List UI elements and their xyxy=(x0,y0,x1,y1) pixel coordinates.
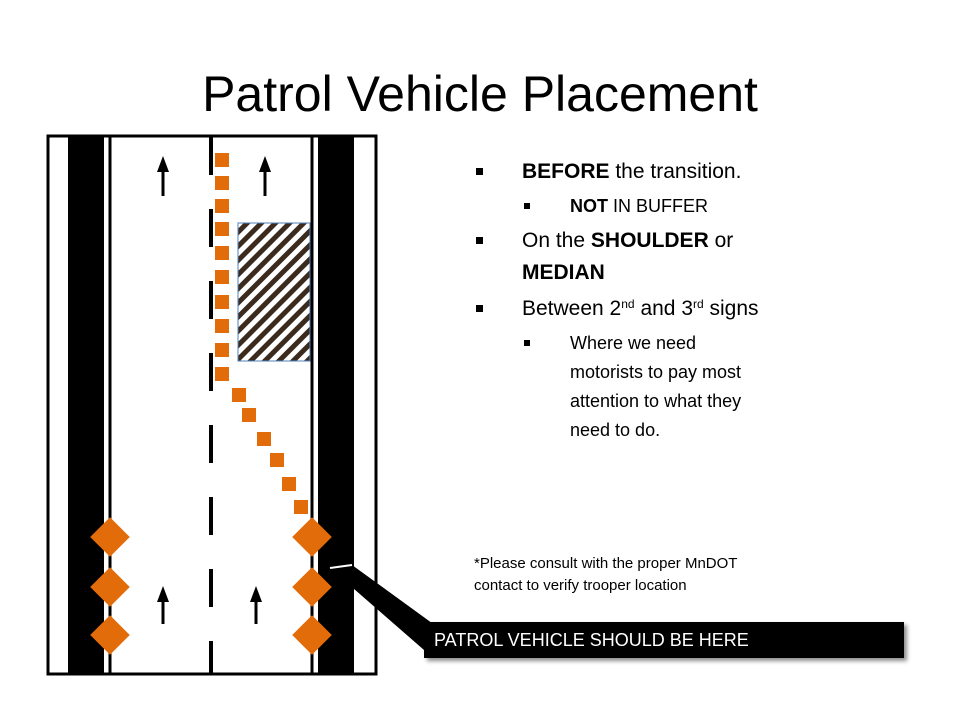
text-or: or xyxy=(708,229,734,252)
bold-shoulder: SHOULDER xyxy=(590,229,709,252)
square-bullet-icon xyxy=(476,237,483,244)
text-the-transition: the transition. xyxy=(609,160,742,183)
sup-nd: nd xyxy=(621,297,635,311)
orange-square-drum-icon xyxy=(215,270,229,284)
orange-diamond-sign-icon xyxy=(90,615,130,655)
orange-square-drum-icon xyxy=(215,319,229,333)
orange-square-drum-icon xyxy=(282,477,296,491)
orange-square-drum-icon xyxy=(215,246,229,260)
bold-median: MEDIAN xyxy=(522,261,605,284)
orange-diamond-sign-icon xyxy=(292,615,332,655)
orange-square-drum-icon xyxy=(294,500,308,514)
up-arrow-icon xyxy=(157,586,169,624)
bold-before: BEFORE xyxy=(522,160,610,183)
bold-not: NOT xyxy=(570,196,608,216)
up-arrow-icon xyxy=(259,156,271,196)
orange-diamond-sign-icon xyxy=(90,517,130,557)
bullet-before-transition: BEFORE the transition. xyxy=(474,156,834,188)
orange-square-drum-icon xyxy=(242,408,256,422)
channelizer-drums xyxy=(215,153,308,514)
note-line-2: contact to verify trooper location xyxy=(474,577,687,594)
up-arrow-icon xyxy=(157,156,169,196)
orange-square-drum-icon xyxy=(215,199,229,213)
orange-square-drum-icon xyxy=(215,176,229,190)
text-where-we-need: Where we need motorists to pay most atte… xyxy=(570,333,742,440)
orange-square-drum-icon xyxy=(215,153,229,167)
orange-square-drum-icon xyxy=(215,367,229,381)
patrol-callout: PATROL VEHICLE SHOULD BE HERE xyxy=(424,622,904,658)
bullet-between-signs: Between 2nd and 3rd signs xyxy=(474,293,834,325)
bullet-not-in-buffer: NOT IN BUFFER xyxy=(474,192,834,221)
slide-title: Patrol Vehicle Placement xyxy=(202,66,758,122)
orange-square-drum-icon xyxy=(257,432,271,446)
warning-signs xyxy=(90,517,332,655)
orange-square-drum-icon xyxy=(270,453,284,467)
text-on-the: On the xyxy=(522,229,591,252)
orange-square-drum-icon xyxy=(215,343,229,357)
square-bullet-icon xyxy=(476,305,483,312)
bullet-where-we-need: Where we need motorists to pay most atte… xyxy=(474,329,770,445)
callout-pointer xyxy=(330,565,436,650)
note-line-1: *Please consult with the proper MnDOT xyxy=(474,555,738,572)
square-bullet-icon xyxy=(524,203,530,209)
bullet-list: BEFORE the transition. NOT IN BUFFER On … xyxy=(474,156,834,449)
callout-pointer-highlight xyxy=(329,564,353,569)
square-bullet-icon xyxy=(524,340,530,346)
orange-square-drum-icon xyxy=(232,388,246,402)
orange-diamond-sign-icon xyxy=(292,567,332,607)
bullet-shoulder-median: On the SHOULDER or MEDIAN xyxy=(474,225,834,289)
square-bullet-icon xyxy=(476,168,483,175)
work-zone-hatch xyxy=(237,222,311,362)
orange-diamond-sign-icon xyxy=(292,517,332,557)
text-signs: signs xyxy=(703,297,759,320)
text-between: Between 2 xyxy=(522,297,622,320)
orange-square-drum-icon xyxy=(215,222,229,236)
text-and: and 3 xyxy=(634,297,693,320)
orange-diamond-sign-icon xyxy=(90,567,130,607)
sup-rd: rd xyxy=(693,297,704,311)
mndot-note: *Please consult with the proper MnDOT co… xyxy=(474,553,804,597)
text-in-buffer: IN BUFFER xyxy=(608,196,709,216)
orange-square-drum-icon xyxy=(215,295,229,309)
callout-label: PATROL VEHICLE SHOULD BE HERE xyxy=(434,630,749,650)
up-arrow-icon xyxy=(250,586,262,624)
